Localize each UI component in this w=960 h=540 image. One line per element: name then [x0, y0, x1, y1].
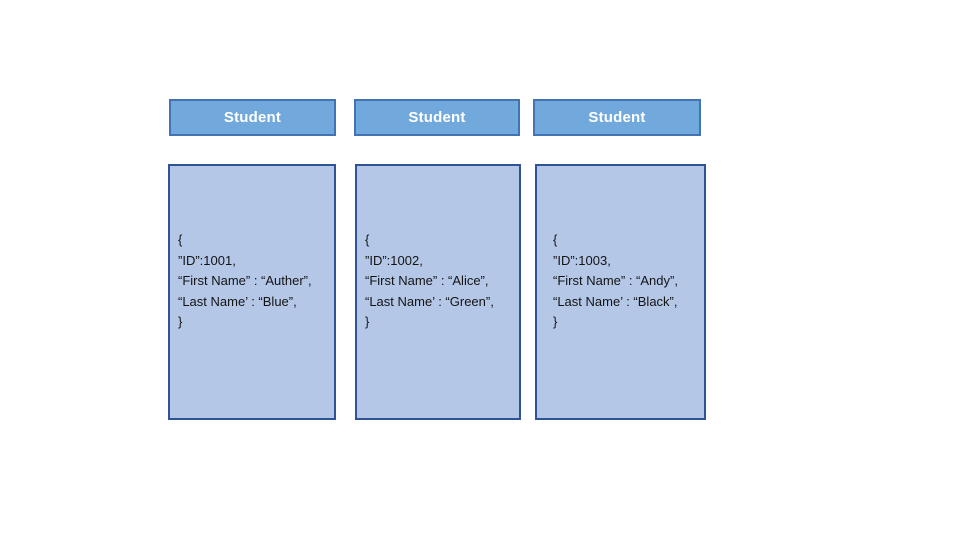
- student-header-label: Student: [223, 109, 282, 126]
- student-header-1: Student: [169, 99, 336, 136]
- student-record-text: { ”ID”:1001, “First Name” : “Auther”, “L…: [178, 232, 312, 329]
- student-header-2: Student: [354, 99, 520, 136]
- student-card-3: { ”ID”:1003, “First Name” : “Andy”, “Las…: [535, 164, 706, 420]
- student-header-label: Student: [408, 109, 466, 126]
- student-header-label: Student: [588, 109, 646, 126]
- student-card-1: { ”ID”:1001, “First Name” : “Auther”, “L…: [168, 164, 336, 420]
- student-card-2: { ”ID”:1002, “First Name” : “Alice”, “La…: [355, 164, 521, 420]
- student-record-text: { ”ID”:1003, “First Name” : “Andy”, “Las…: [553, 232, 678, 329]
- student-record-text: { ”ID”:1002, “First Name” : “Alice”, “La…: [365, 232, 494, 329]
- student-header-3: Student: [533, 99, 701, 136]
